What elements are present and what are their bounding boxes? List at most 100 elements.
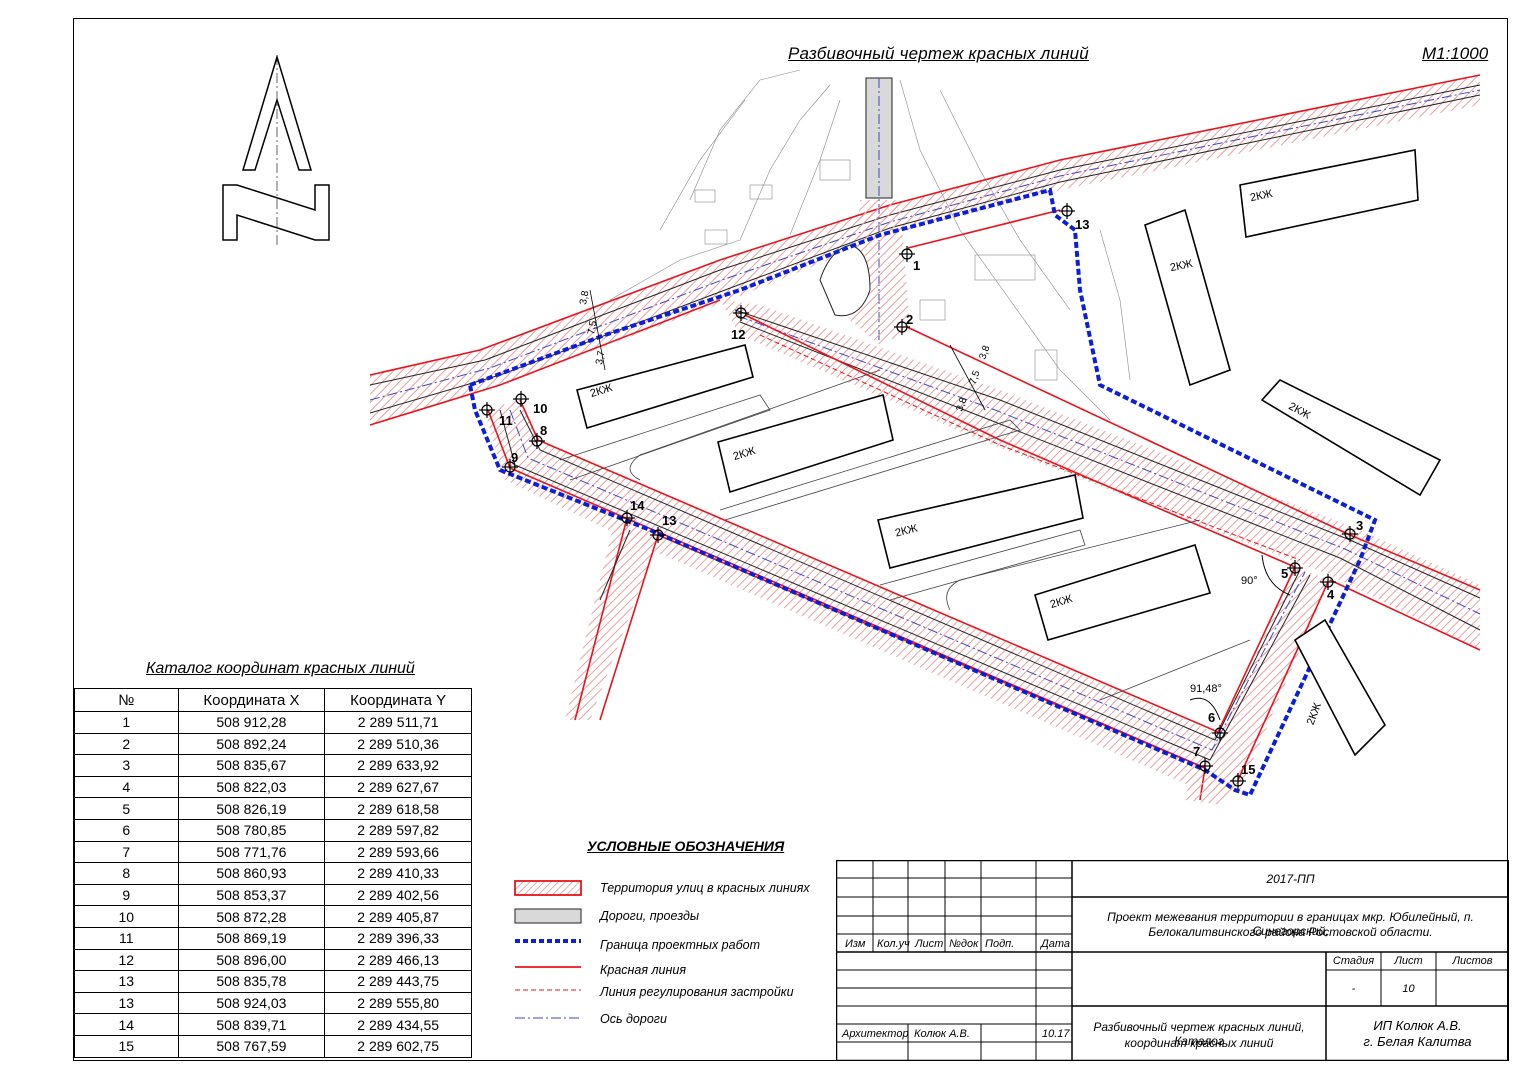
- point-label-12: 12: [731, 327, 746, 342]
- point-label-2: 2: [906, 312, 914, 327]
- legend-item-axis: Ось дороги: [600, 1012, 667, 1026]
- cell-number: 9: [74, 883, 179, 907]
- cell-y: 2 289 443,75: [324, 970, 472, 993]
- cell-x: 508 924,03: [177, 991, 326, 1015]
- point-label-14: 14: [630, 498, 645, 513]
- stamp-stage-label: Стадия: [1332, 955, 1375, 967]
- cell-x: 508 872,28: [177, 905, 326, 928]
- cell-x: 508 822,03: [177, 775, 326, 799]
- stamp-col-data: Дата: [1041, 938, 1071, 950]
- dim-3-8-c: 3,8: [954, 396, 969, 413]
- cell-y: 2 289 402,56: [324, 883, 472, 907]
- cell-x: 508 869,19: [177, 926, 326, 950]
- red-lines-map: 3,8 7,5 3,7 3,8 7,5 3,8: [369, 69, 1481, 805]
- cell-number: 1: [74, 711, 179, 734]
- angle-91-48: 91,48°: [1190, 683, 1222, 695]
- dim-3-7-a: 3,7: [594, 349, 607, 365]
- north-arrow-icon: [222, 55, 330, 245]
- col-header-x: Координата X: [177, 688, 326, 712]
- cell-number: 12: [74, 948, 179, 972]
- cell-x: 508 896,00: [177, 948, 326, 972]
- stamp-sheet-title: Разбивочный чертеж красных линий, Катало…: [1093, 1020, 1305, 1048]
- cell-number: 14: [74, 1013, 179, 1036]
- stamp-col-podp: Подп.: [985, 938, 1015, 950]
- cell-y: 2 289 593,66: [324, 840, 472, 864]
- point-label-11: 11: [499, 413, 513, 428]
- legend-item-roads: Дороги, проезды: [600, 909, 700, 923]
- point-label-1: 1: [913, 258, 921, 273]
- cell-x: 508 826,19: [177, 797, 326, 820]
- drawing-scale: М1:1000: [1422, 44, 1489, 63]
- cell-y: 2 289 555,80: [324, 991, 472, 1015]
- cell-number: 3: [74, 754, 179, 777]
- drawing-title: Разбивочный чертеж красных линий: [788, 44, 1089, 63]
- stamp-date: 10.17: [1042, 1028, 1070, 1040]
- dim-3-8-a: 3,8: [578, 289, 591, 305]
- stamp-code: 2017-ПП: [1266, 872, 1315, 886]
- cell-x: 508 839,71: [177, 1013, 326, 1036]
- cell-y: 2 289 511,71: [324, 711, 472, 734]
- cell-x: 508 771,76: [177, 840, 326, 864]
- cell-y: 2 289 597,82: [324, 818, 472, 842]
- stamp-project: Проект межевания территории в границах м…: [1107, 910, 1474, 938]
- cell-y: 2 289 510,36: [324, 732, 472, 756]
- stamp-city: г. Белая Калитва: [1363, 1034, 1472, 1049]
- legend-item-streets: Территория улиц в красных линиях: [600, 881, 810, 895]
- title-block: Изм Кол.уч Лист №док Подп. Дата Архитект…: [836, 860, 1509, 1061]
- point-label-5: 5: [1281, 566, 1289, 581]
- dim-7-5-b: 7,5: [967, 369, 982, 386]
- cell-x: 508 892,24: [177, 732, 326, 756]
- cell-y: 2 289 627,67: [324, 775, 472, 799]
- cell-number: 15: [74, 1034, 179, 1058]
- point-label-13-north: 13: [1075, 217, 1090, 232]
- stamp-stage-value: -: [1351, 983, 1356, 995]
- dim-3-8-b: 3,8: [977, 344, 992, 361]
- stamp-sheets-label: Листов: [1452, 955, 1493, 967]
- cell-y: 2 289 396,33: [324, 926, 472, 950]
- cell-x: 508 780,85: [177, 818, 326, 842]
- stamp-col-izm: Изм: [845, 938, 866, 950]
- cell-x: 508 835,78: [177, 970, 326, 993]
- legend-item-boundary: Граница проектных работ: [600, 938, 760, 952]
- point-label-3: 3: [1356, 518, 1364, 533]
- cell-y: 2 289 434,55: [324, 1013, 472, 1036]
- point-markers: [479, 203, 1358, 789]
- cell-x: 508 767,59: [177, 1034, 326, 1058]
- stamp-role: Архитектор: [842, 1028, 909, 1040]
- legend-symbols: [514, 880, 582, 1019]
- dim-7-5-a: 7,5: [586, 319, 599, 335]
- stamp-org: ИП Колюк А.В.: [1373, 1018, 1462, 1033]
- legend-item-redline: Красная линия: [600, 963, 687, 977]
- table-header-row: № Координата X Координата Y: [74, 688, 472, 712]
- col-header-number: №: [74, 688, 179, 712]
- cell-x: 508 912,28: [177, 711, 326, 734]
- col-header-y: Координата Y: [324, 688, 472, 712]
- cell-number: 6: [74, 818, 179, 842]
- cell-number: 13: [74, 991, 179, 1015]
- legend-road-swatch: [514, 908, 582, 924]
- point-label-9: 9: [511, 450, 519, 465]
- cell-y: 2 289 633,92: [324, 754, 472, 777]
- stamp-person: Колюк А.В.: [914, 1028, 970, 1040]
- point-label-8: 8: [540, 423, 548, 438]
- legend-title: УСЛОВНЫЕ ОБОЗНАЧЕНИЯ: [587, 838, 785, 854]
- cell-x: 508 835,67: [177, 754, 326, 777]
- stamp-sheet-label: Лист: [1394, 955, 1423, 967]
- stamp-sheet-title-line2: координат красных линий: [1124, 1036, 1274, 1050]
- legend-item-regulation: Линия регулирования застройки: [600, 985, 794, 999]
